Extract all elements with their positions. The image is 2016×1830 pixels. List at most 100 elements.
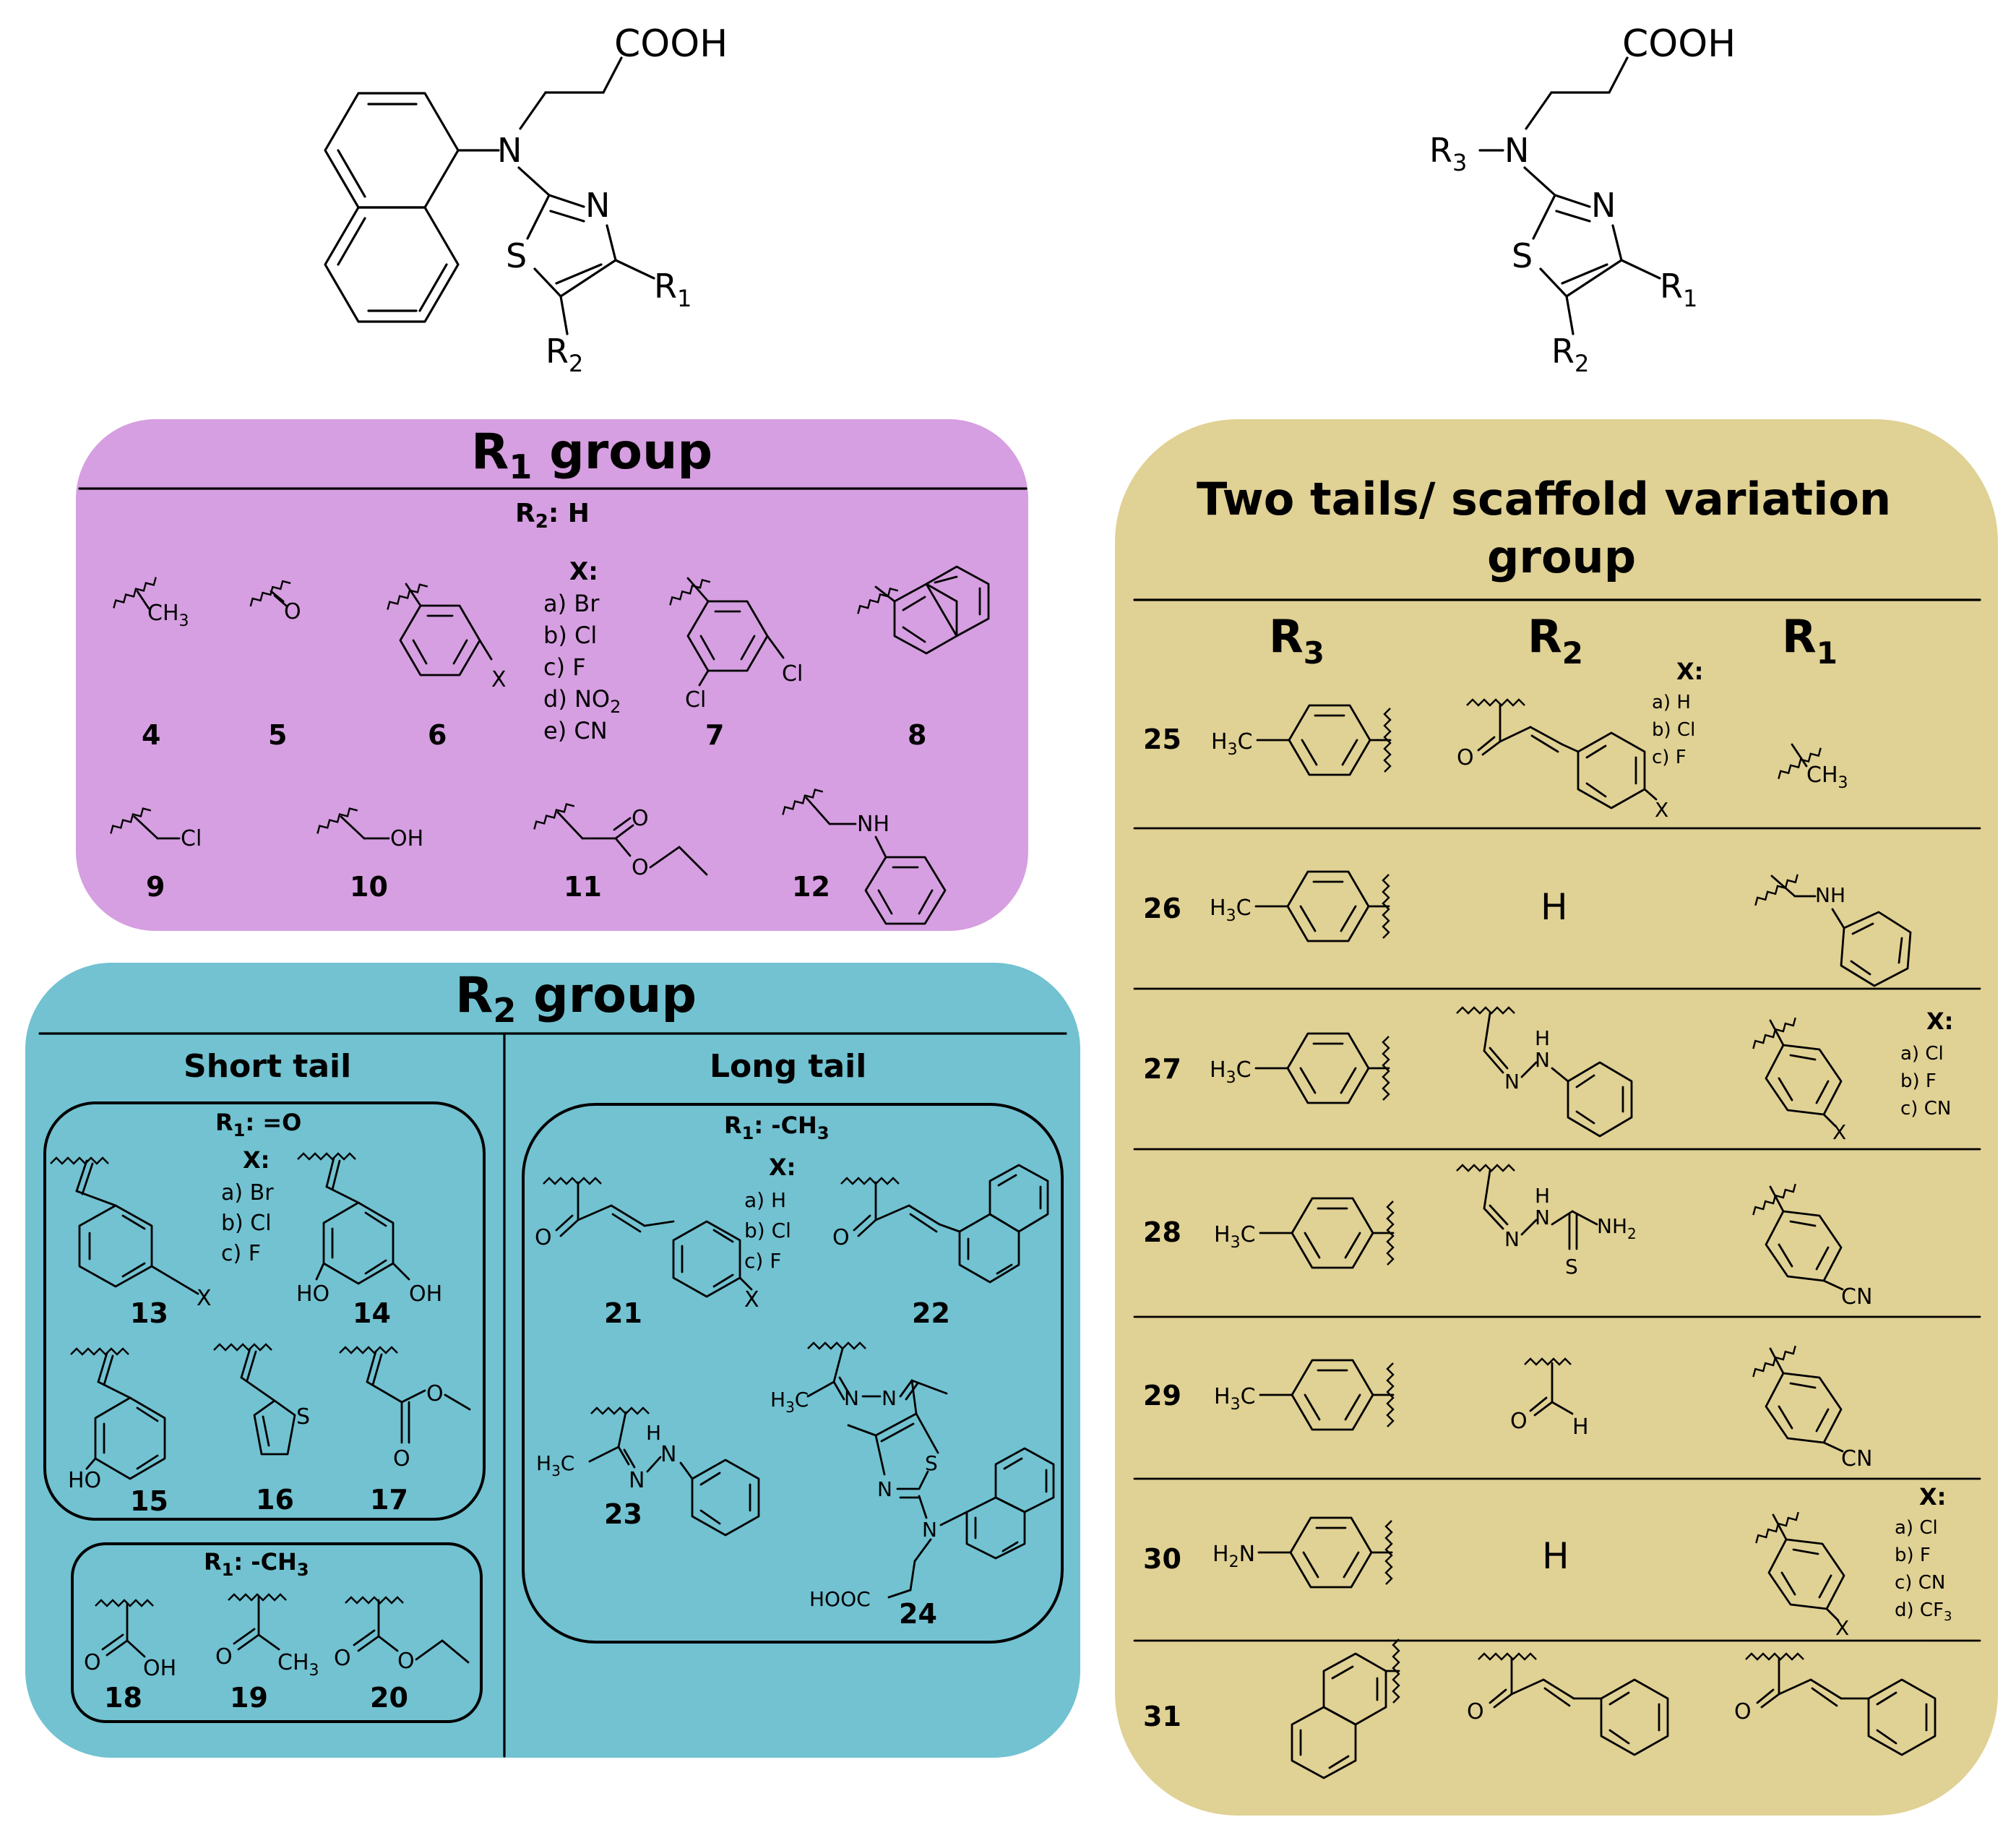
two-tails-group: Two tails/ scaffold variation group R3 R… xyxy=(1133,473,1981,1779)
svg-text:CH3: CH3 xyxy=(277,1650,319,1680)
row30-x-c: c) CN xyxy=(1895,1572,1945,1594)
r2-30-h: H xyxy=(1542,1535,1569,1577)
scaffold-right-r2: R2 xyxy=(1551,332,1589,377)
svg-text:O: O xyxy=(1457,745,1474,770)
r3-naphthyl-31 xyxy=(1291,1638,1400,1779)
compound-9-label: 9 xyxy=(146,871,165,903)
svg-text:O: O xyxy=(632,806,649,831)
svg-text:H3C: H3C xyxy=(536,1451,574,1479)
svg-text:NH: NH xyxy=(857,812,889,837)
svg-text:S: S xyxy=(296,1404,310,1430)
compound-25-label: 25 xyxy=(1143,723,1181,755)
r2-long-x-title: X: xyxy=(769,1154,796,1181)
svg-text:N: N xyxy=(922,1518,937,1542)
r1-x-option-a: a) Br xyxy=(543,590,600,617)
svg-text:CN: CN xyxy=(1841,1284,1872,1310)
scaffold-left-n: N xyxy=(497,131,522,170)
svg-text:O: O xyxy=(632,855,649,880)
r1-30-aryl: X xyxy=(1755,1511,1849,1640)
svg-text:Cl: Cl xyxy=(782,661,803,687)
row30-x-d: d) CF3 xyxy=(1895,1599,1952,1624)
svg-text:Cl: Cl xyxy=(685,687,706,713)
r1-panel-condition: R2: H xyxy=(515,499,590,533)
scaffold-left-ring-n: N xyxy=(585,186,610,225)
svg-text:N: N xyxy=(629,1468,645,1493)
svg-text:N: N xyxy=(882,1386,897,1410)
compound-22-label: 22 xyxy=(912,1297,950,1329)
compound-7-label: 7 xyxy=(705,719,724,751)
scaffold-left-r1: R1 xyxy=(654,267,692,312)
svg-text:H3C: H3C xyxy=(1214,1222,1256,1252)
svg-text:O: O xyxy=(1510,1409,1528,1434)
compound-31-label: 31 xyxy=(1143,1701,1181,1732)
scaffold-left-r2: R2 xyxy=(546,332,583,377)
svg-text:O: O xyxy=(1734,1699,1752,1724)
svg-text:O: O xyxy=(84,1650,101,1675)
r1-29-cyanophenyl: CN xyxy=(1752,1345,1872,1472)
r2-27-hydrazone: N H N xyxy=(1456,1006,1633,1138)
scaffold-left-s: S xyxy=(506,236,527,275)
svg-text:N: N xyxy=(1535,1048,1550,1072)
r2-29-aldehyde: O H xyxy=(1510,1357,1589,1440)
r1-x-option-e: e) CN xyxy=(543,717,608,744)
scaffold-right: R3 N COOH N S R1 R2 xyxy=(1429,22,1736,377)
r3-tolyl-25: H3C xyxy=(1211,704,1392,776)
r2-short-tail-heading: Short tail xyxy=(184,1048,351,1085)
two-tails-title-2: group xyxy=(1487,530,1636,583)
r3-aniline-30: H2N xyxy=(1212,1516,1393,1589)
svg-text:O: O xyxy=(397,1649,415,1674)
compound-10-label: 10 xyxy=(350,871,388,903)
compound-27-label: 27 xyxy=(1143,1053,1181,1085)
r1-x-option-c: c) F xyxy=(543,653,586,681)
svg-text:S: S xyxy=(1565,1255,1578,1279)
r2-short-box-2 xyxy=(71,1542,483,1723)
r3-tolyl-27: H3C xyxy=(1210,1032,1390,1104)
r1-panel-title: R1 group xyxy=(471,424,712,486)
r2-26-h: H xyxy=(1541,886,1568,928)
col-r2-header: R2 xyxy=(1528,610,1583,671)
svg-text:O: O xyxy=(215,1644,233,1670)
r2-short-cond-2: R1: -CH3 xyxy=(204,1548,309,1580)
svg-text:X: X xyxy=(1832,1120,1846,1144)
svg-text:H3C: H3C xyxy=(1214,1384,1256,1414)
compound-30-label: 30 xyxy=(1143,1543,1181,1575)
scaffold-left: N COOH N S R1 R2 xyxy=(324,22,728,377)
r2-long-x-b: b) Cl xyxy=(744,1219,791,1242)
compound-12-label: 12 xyxy=(792,871,830,903)
compound-23-label: 23 xyxy=(604,1498,642,1530)
r1-group-panel xyxy=(76,419,1028,931)
scaffold-right-cooh: COOH xyxy=(1622,22,1736,66)
svg-text:O: O xyxy=(284,599,301,624)
svg-text:H3C: H3C xyxy=(1210,1057,1252,1087)
svg-text:CH3: CH3 xyxy=(147,601,189,630)
r2-short-cond-1: R1: =O xyxy=(215,1109,301,1140)
compound-17-label: 17 xyxy=(370,1484,408,1516)
r3-tolyl-29: H3C xyxy=(1214,1359,1395,1431)
r3-tolyl-26: H3C xyxy=(1210,870,1390,942)
compound-14-label: 14 xyxy=(353,1297,391,1329)
scaffold-left-cooh: COOH xyxy=(614,22,728,66)
row25-x-c: c) F xyxy=(1652,747,1687,768)
r1-31-cinnamoyl: O xyxy=(1734,1652,1937,1756)
scaffold-right-r1: R1 xyxy=(1660,267,1697,312)
r2-long-tail-heading: Long tail xyxy=(710,1048,866,1085)
r2-group-panel xyxy=(25,963,1080,1758)
row27-x-b: b) F xyxy=(1900,1070,1937,1092)
svg-text:N: N xyxy=(1504,1070,1520,1094)
compound-19-label: 19 xyxy=(230,1682,268,1714)
scaffold-right-n: N xyxy=(1504,131,1529,170)
r2-short-x-b: b) Cl xyxy=(221,1211,272,1236)
r1-26-anilinomethyl: NH xyxy=(1754,874,1912,987)
scaffold-right-r3: R3 xyxy=(1429,131,1467,176)
svg-text:O: O xyxy=(1467,1699,1484,1724)
compound-6-label: 6 xyxy=(428,719,447,751)
r2-long-cond: R1: -CH3 xyxy=(724,1112,830,1143)
svg-text:O: O xyxy=(426,1381,444,1406)
svg-text:OH: OH xyxy=(390,826,423,851)
r2-panel-title: R2 group xyxy=(455,967,697,1030)
col-r1-header: R1 xyxy=(1782,610,1838,671)
svg-text:O: O xyxy=(832,1225,850,1250)
svg-text:O: O xyxy=(393,1446,410,1472)
r2-short-x-a: a) Br xyxy=(221,1180,274,1206)
